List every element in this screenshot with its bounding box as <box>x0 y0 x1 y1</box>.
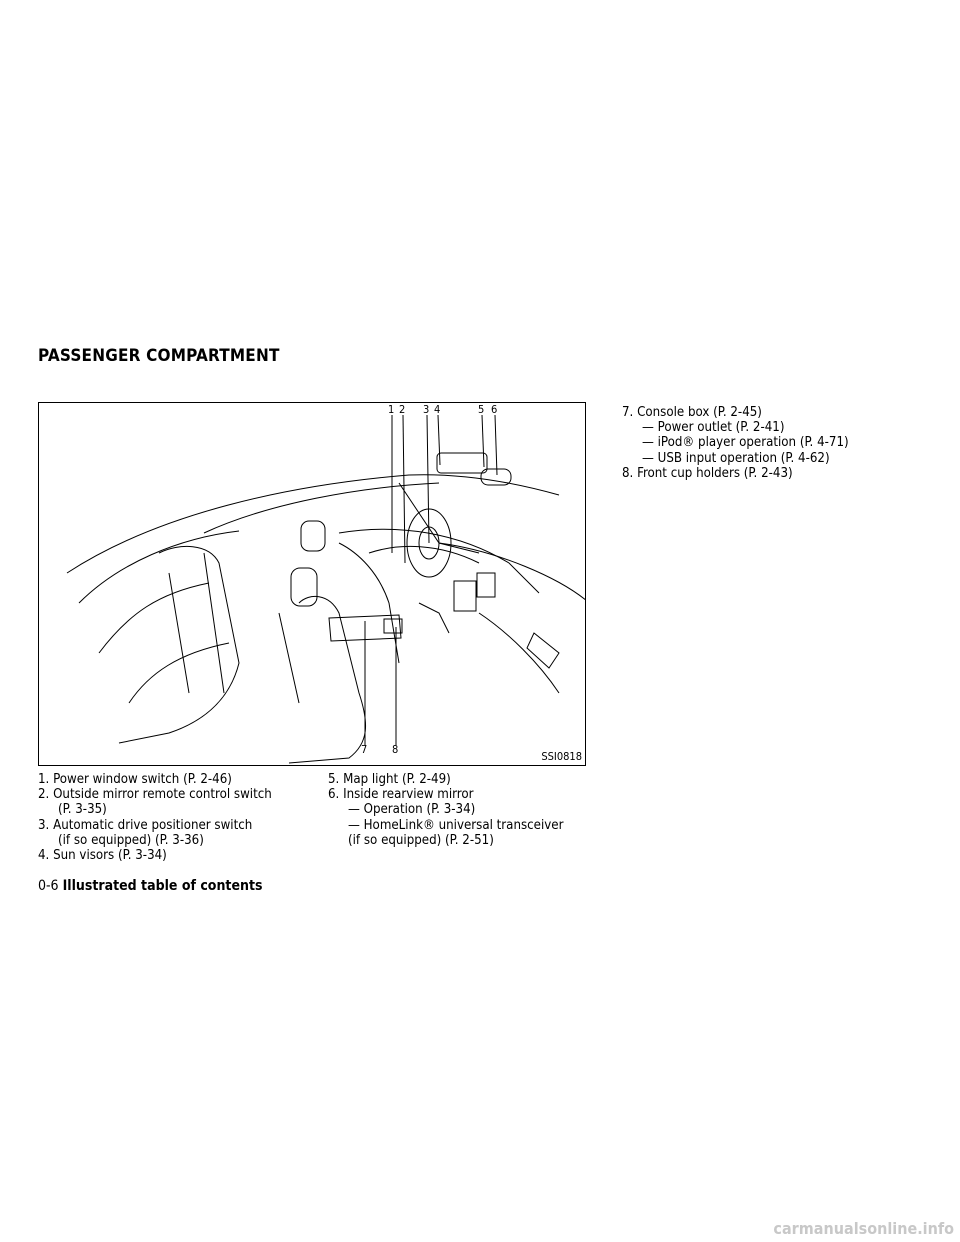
legend-column-3: 7. Console box (P. 2-45) — Power outlet … <box>622 405 922 481</box>
legend-item-2-page: (P. 3-35) <box>58 802 107 818</box>
legend-item-6: 6. Inside rearview mirror <box>328 787 474 803</box>
watermark: carmanualsonline.info <box>773 1219 954 1238</box>
page-number: 0-6 <box>38 878 59 894</box>
callout-2: 2 <box>399 403 406 416</box>
callout-5: 5 <box>478 403 485 416</box>
legend-item-7-power-outlet: — Power outlet (P. 2-41) <box>642 420 785 436</box>
legend-item-7-ipod: — iPod® player operation (P. 4-71) <box>642 435 849 451</box>
legend-column-1: 1. Power window switch (P. 2-46) 2. Outs… <box>38 772 308 863</box>
legend-item-6-operation: — Operation (P. 3-34) <box>348 802 476 818</box>
callout-4: 4 <box>434 403 441 416</box>
legend-item-6-page: (if so equipped) (P. 2-51) <box>348 832 494 848</box>
legend-item-5: 5. Map light (P. 2-49) <box>328 772 451 787</box>
legend-column-2: 5. Map light (P. 2-49) 6. Inside rearvie… <box>328 772 598 848</box>
callout-8: 8 <box>392 743 399 756</box>
legend-item-2: 2. Outside mirror remote control switch <box>38 787 272 803</box>
legend-item-6-homelink: — HomeLink® universal transceiver <box>348 817 564 833</box>
callout-6: 6 <box>491 403 498 416</box>
passenger-compartment-illustration: 1 2 3 4 5 6 7 8 SSI0818 <box>38 402 586 766</box>
legend-item-4: 4. Sun visors (P. 3-34) <box>38 848 167 864</box>
callout-1: 1 <box>388 403 395 416</box>
legend-item-1: 1. Power window switch (P. 2-46) <box>38 772 232 787</box>
footer-title: Illustrated table of contents <box>62 878 263 894</box>
legend-item-7-usb: — USB input operation (P. 4-62) <box>642 450 830 466</box>
legend-item-7: 7. Console box (P. 2-45) <box>622 405 762 420</box>
legend-item-3: 3. Automatic drive positioner switch <box>38 817 253 833</box>
section-title: PASSENGER COMPARTMENT <box>38 346 280 366</box>
figure-code: SSI0818 <box>541 750 582 763</box>
callout-7: 7 <box>361 743 368 756</box>
callout-3: 3 <box>423 403 430 416</box>
legend-item-3-page: (if so equipped) (P. 3-36) <box>58 832 204 848</box>
legend-item-8: 8. Front cup holders (P. 2-43) <box>622 465 793 481</box>
